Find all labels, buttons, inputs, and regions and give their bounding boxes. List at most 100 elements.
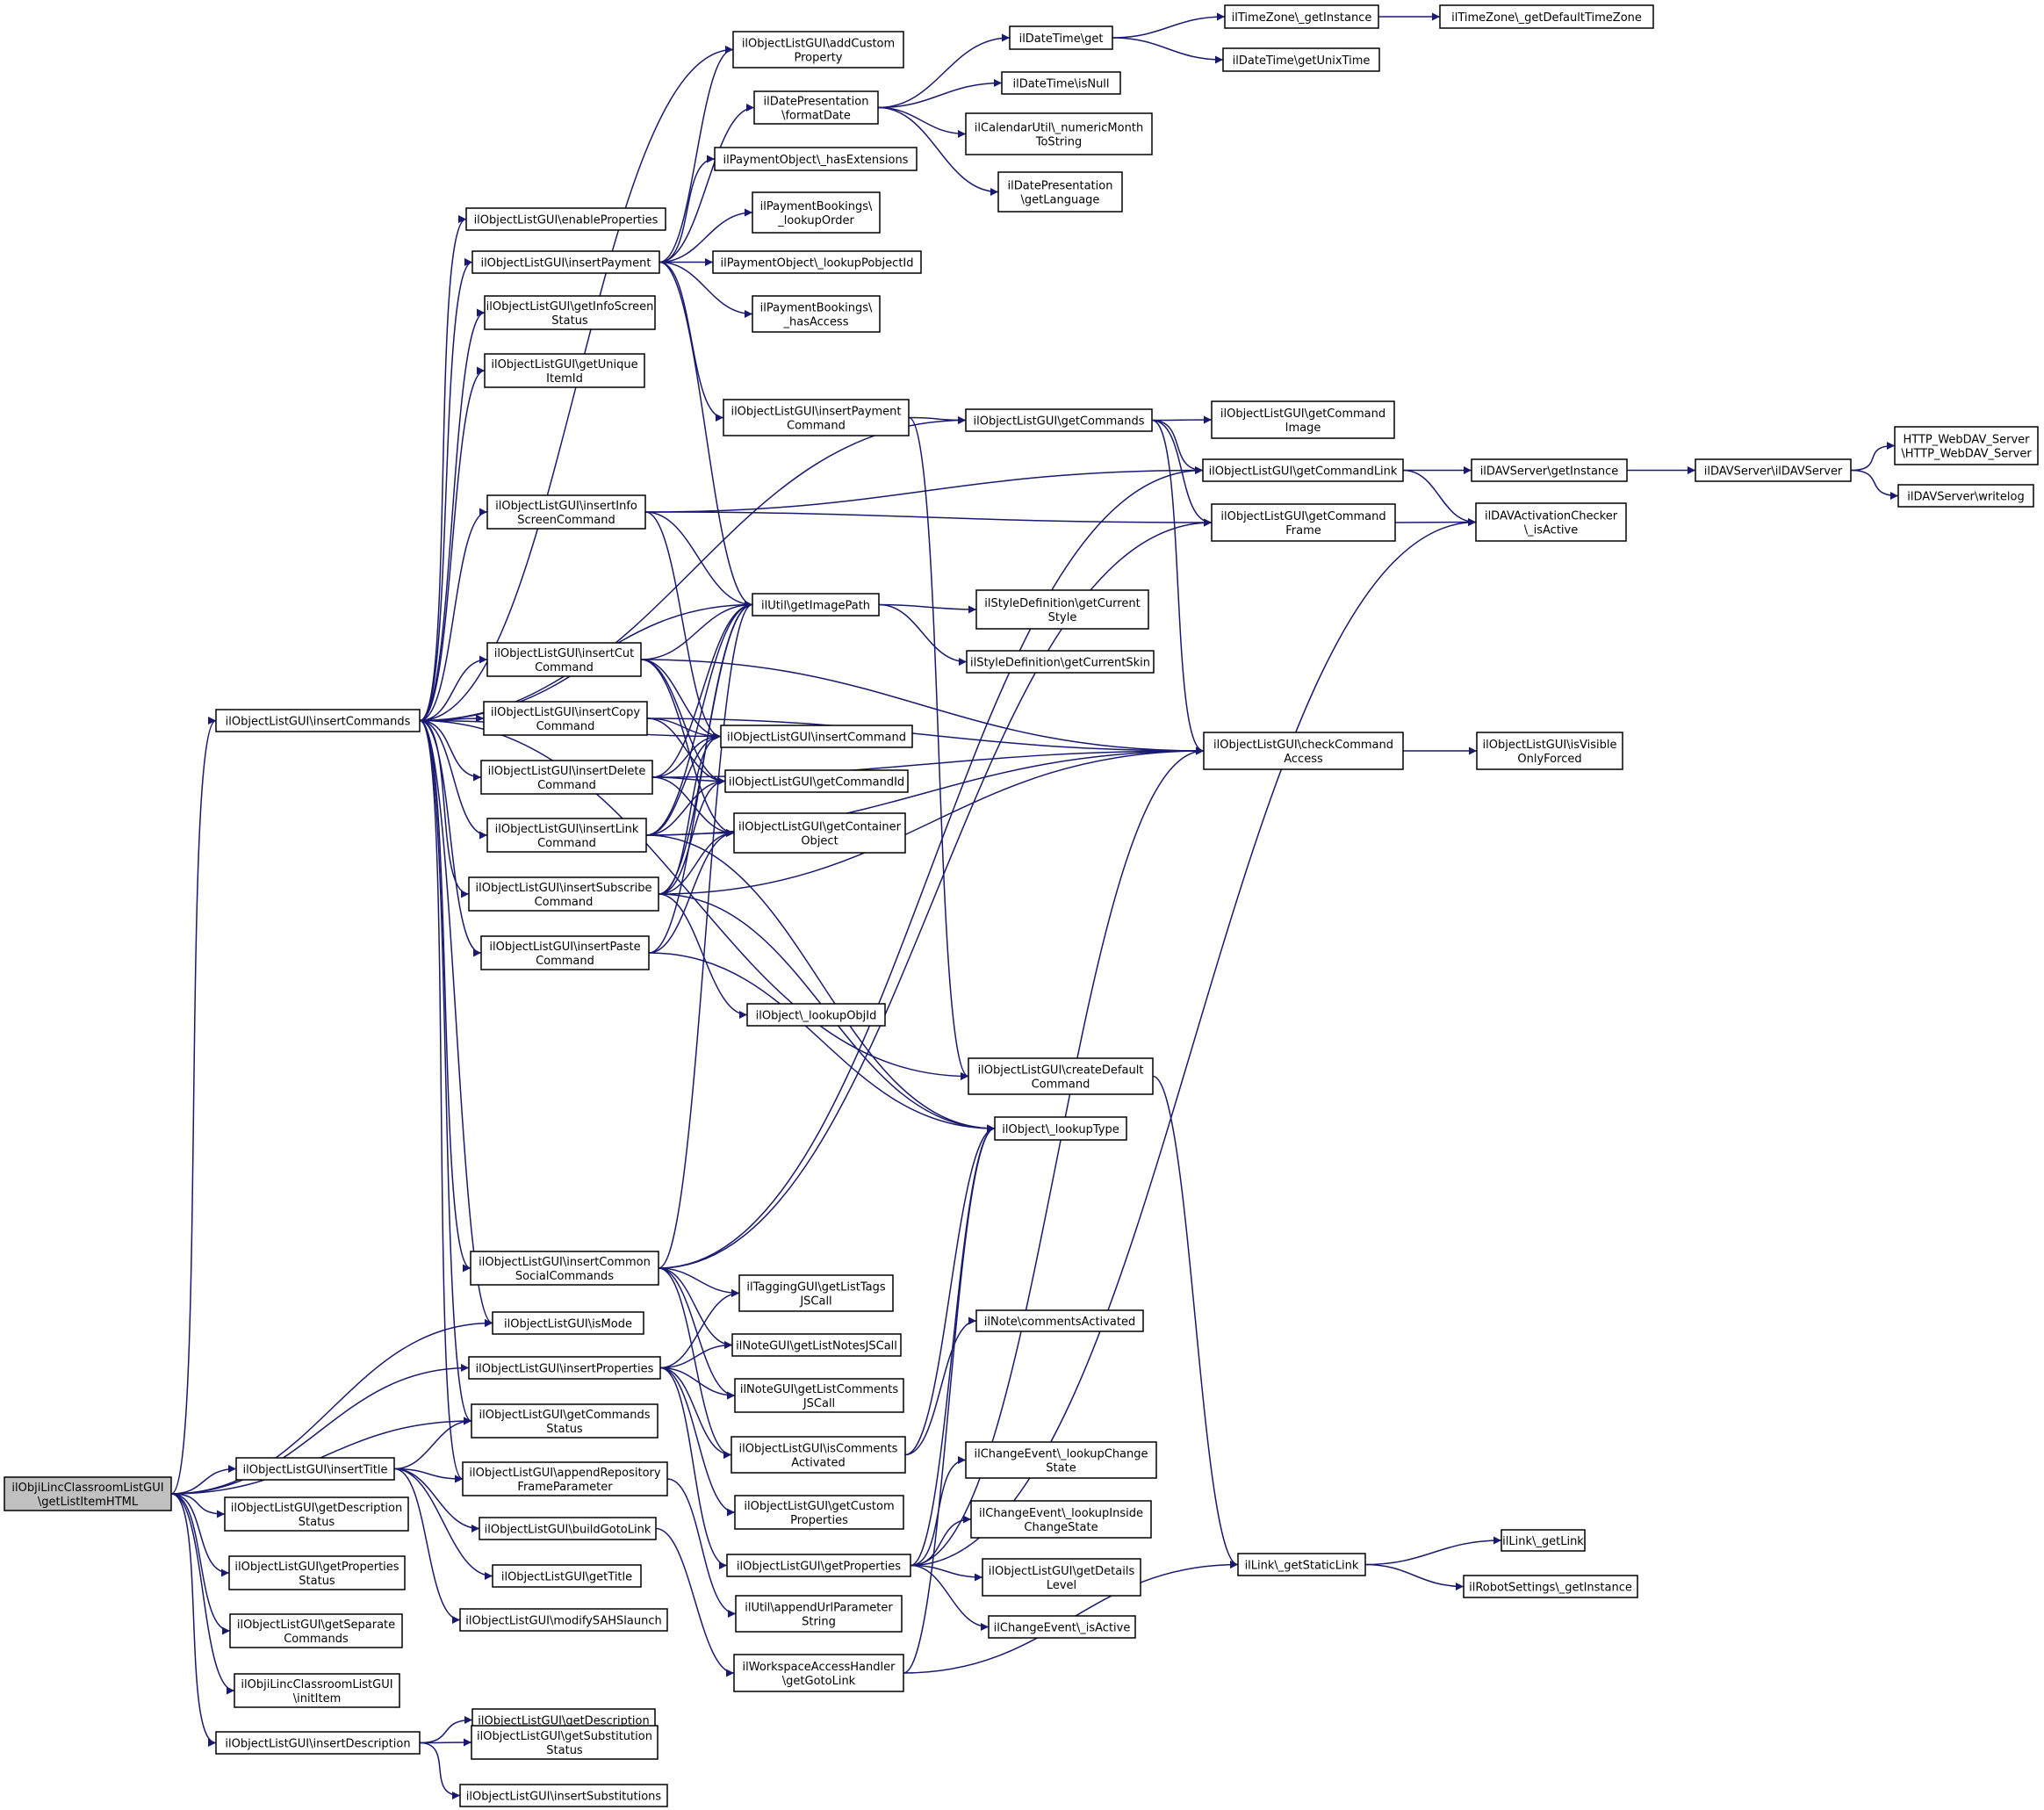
edge-insertProperties-to-getListTagsJSCall: [659, 1289, 740, 1369]
node-enableProperties[interactable]: ilObjectListGUI\enableProperties: [465, 207, 666, 231]
node-getProperties[interactable]: ilObjectListGUI\getProperties: [726, 1554, 911, 1577]
node-getTitle[interactable]: ilObjectListGUI\getTitle: [492, 1564, 642, 1588]
node-label: State: [1046, 1462, 1076, 1475]
node-formatDate[interactable]: ilDatePresentation\formatDate: [753, 90, 879, 125]
node-box: [224, 1496, 409, 1532]
node-getDefaultTimeZone[interactable]: ilTimeZone\_getDefaultTimeZone: [1439, 4, 1654, 29]
node-insertCommands[interactable]: ilObjectListGUI\insertCommands: [215, 709, 421, 732]
node-root[interactable]: ilObjiLincClassroomListGUI\getListItemHT…: [4, 1476, 172, 1511]
edge-formatDate-to-dateTimeGet: [877, 33, 1011, 109]
node-insertPayment[interactable]: ilObjectListGUI\insertPayment: [471, 250, 660, 274]
node-ceIsActive[interactable]: ilChangeEvent\_isActive: [988, 1615, 1136, 1639]
node-lookupPobjectId[interactable]: ilPaymentObject\_lookupPobjectId: [712, 250, 922, 274]
edge-insertCommands-to-insertPayment: [419, 258, 473, 722]
node-appendRepositoryFrameParameter[interactable]: ilObjectListGUI\appendRepositoryFramePar…: [462, 1461, 668, 1496]
node-box: [484, 295, 656, 330]
node-getCommandId[interactable]: ilObjectListGUI\getCommandId: [724, 769, 909, 793]
node-label: ilObjectListGUI\isVisible: [1483, 739, 1617, 752]
node-lookupType[interactable]: ilObject\_lookupType: [994, 1116, 1127, 1141]
node-box: [215, 1731, 421, 1755]
node-insertDescription[interactable]: ilObjectListGUI\insertDescription: [215, 1731, 421, 1755]
node-box: [1897, 484, 2034, 508]
node-box: [731, 1333, 902, 1357]
node-box: [966, 650, 1155, 674]
node-insertProperties[interactable]: ilObjectListGUI\insertProperties: [468, 1356, 661, 1380]
node-commentsActivated[interactable]: ilNote\commentsActivated: [975, 1309, 1144, 1332]
node-getListNotesJSCall[interactable]: ilNoteGUI\getListNotesJSCall: [731, 1333, 902, 1357]
node-ilDAVServer[interactable]: ilDAVServer\ilDAVServer: [1695, 458, 1852, 482]
node-getCommandLink[interactable]: ilObjectListGUI\getCommandLink: [1202, 458, 1404, 482]
node-getCurrentSkin[interactable]: ilStyleDefinition\getCurrentSkin: [966, 650, 1155, 674]
node-getStaticLink[interactable]: ilLink\_getStaticLink: [1237, 1553, 1366, 1576]
node-label: Level: [1047, 1579, 1076, 1592]
node-label: ilTimeZone\_getInstance: [1232, 11, 1372, 25]
node-davIsActive[interactable]: ilDAVActivationChecker\_isActive: [1475, 502, 1627, 542]
node-lookupOrder[interactable]: ilPaymentBookings\_lookupOrder: [752, 191, 881, 234]
edge-insertLinkCommand-to-getCommandId: [645, 777, 726, 836]
node-getUnixTime[interactable]: ilDateTime\getUnixTime: [1222, 47, 1380, 72]
node-insertTitle[interactable]: ilObjectListGUI\insertTitle: [235, 1457, 395, 1481]
node-label: ilObjectListGUI\insertInfo: [495, 500, 637, 513]
node-isMode[interactable]: ilObjectListGUI\isMode: [492, 1311, 644, 1335]
node-label: \getLanguage: [1021, 194, 1100, 207]
node-getImagePath[interactable]: ilUtil\getImagePath: [752, 593, 880, 617]
node-getLink[interactable]: ilLink\_getLink: [1501, 1529, 1586, 1552]
edge-insertCutCommand-to-getCommandId: [640, 659, 726, 785]
node-tzGetInstance[interactable]: ilTimeZone\_getInstance: [1224, 4, 1379, 29]
node-insertCommand[interactable]: ilObjectListGUI\insertCommand: [720, 725, 913, 748]
node-getGotoLink[interactable]: ilWorkspaceAccessHandler\getGotoLink: [733, 1654, 904, 1692]
node-hasAccess[interactable]: ilPaymentBookings\_hasAccess: [752, 295, 881, 333]
node-modifySAHSlaunch[interactable]: ilObjectListGUI\modifySAHSlaunch: [459, 1608, 668, 1632]
node-getCommands[interactable]: ilObjectListGUI\getCommands: [965, 408, 1153, 432]
node-davGetInstance[interactable]: ilDAVServer\getInstance: [1471, 458, 1628, 482]
node-initItem[interactable]: ilObjiLincClassroomListGUI\initItem: [234, 1673, 400, 1708]
node-isNull[interactable]: ilDateTime\isNull: [1001, 71, 1121, 95]
node-robotGetInstance[interactable]: ilRobotSettings\_getInstance: [1463, 1575, 1638, 1598]
node-lookupObjId[interactable]: ilObject\_lookupObjId: [746, 1003, 886, 1027]
node-insertSubstitutions[interactable]: ilObjectListGUI\insertSubstitutions: [459, 1784, 668, 1807]
edge-getGotoLink-to-lookupType: [903, 1124, 996, 1674]
node-hasExtensions[interactable]: ilPaymentObject\_hasExtensions: [714, 147, 918, 171]
edge-getProperties-to-checkCommandAccess: [910, 746, 1205, 1567]
node-insertCommonSocialCommands[interactable]: ilObjectListGUI\insertCommonSocialComman…: [470, 1251, 659, 1286]
node-httpWebDAV[interactable]: HTTP_WebDAV_Server\HTTP_WebDAV_Server: [1894, 426, 2039, 465]
node-label: ilObjectListGUI\insertProperties: [476, 1363, 654, 1376]
node-dateTimeGet[interactable]: ilDateTime\get: [1009, 25, 1113, 50]
node-writelog[interactable]: ilDAVServer\writelog: [1897, 484, 2034, 508]
node-buildGotoLink[interactable]: ilObjectListGUI\buildGotoLink: [479, 1517, 657, 1540]
node-label: ScreenCommand: [517, 514, 615, 527]
node-dpGetLanguage[interactable]: ilDatePresentation\getLanguage: [997, 171, 1123, 213]
